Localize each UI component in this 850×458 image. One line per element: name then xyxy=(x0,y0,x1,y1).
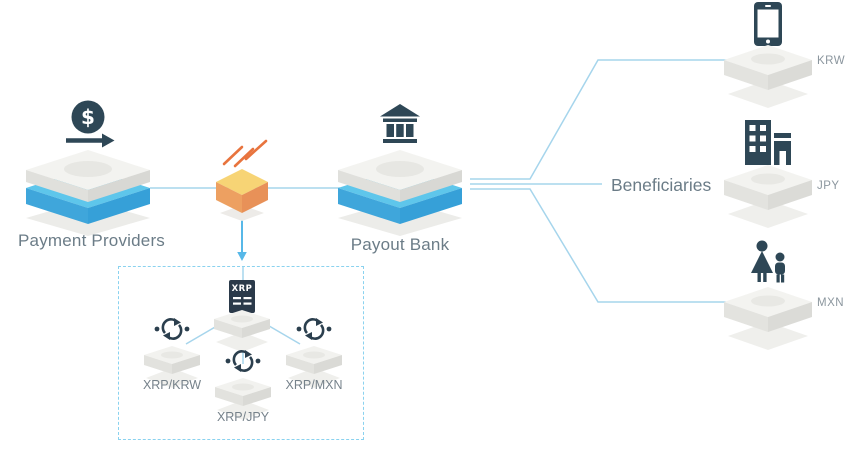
beneficiaries-label: Beneficiaries xyxy=(611,175,712,195)
exchange-icon xyxy=(225,350,261,372)
xrp-ledger-icon: XRP xyxy=(229,280,255,313)
krw-label: KRW xyxy=(817,55,846,67)
provider-stack xyxy=(26,150,150,236)
xrp-mxn-platform xyxy=(286,346,342,388)
xrp-jpy-node: XRP/JPY xyxy=(213,348,273,428)
building-icon xyxy=(745,120,791,165)
exchange-icon xyxy=(154,318,190,340)
krw-platform xyxy=(724,45,812,108)
xrp-exchange-box xyxy=(118,266,364,440)
beneficiary-krw-node xyxy=(722,2,814,112)
xrp-krw-platform xyxy=(144,346,200,388)
speed-connector-node xyxy=(214,138,270,228)
payout-bank-node: Payout Bank xyxy=(330,104,470,264)
speed-lines-icon xyxy=(222,139,268,168)
line-bank-to-krw xyxy=(470,59,728,180)
xrp-mxn-label: XRP/MXN xyxy=(285,378,343,392)
xrp-ledger-text: XRP xyxy=(232,284,253,294)
payment-providers-node: $ Payment Providers xyxy=(18,98,166,258)
xrp-jpy-label: XRP/JPY xyxy=(216,410,270,424)
bank-icon xyxy=(380,104,420,143)
dollar-circle-icon: $ xyxy=(71,100,105,134)
people-icon xyxy=(751,240,785,283)
xrp-krw-label: XRP/KRW xyxy=(142,378,202,392)
xrp-hub-platform xyxy=(214,310,270,352)
xrp-ledger-node: XRP xyxy=(212,280,272,354)
xrp-krw-node: XRP/KRW xyxy=(142,316,202,396)
beneficiary-mxn-node xyxy=(722,240,814,352)
bank-stack xyxy=(338,150,462,236)
exchange-icon xyxy=(296,318,332,340)
mxn-platform xyxy=(724,287,812,350)
jpy-label: JPY xyxy=(817,180,840,192)
payout-bank-label: Payout Bank xyxy=(350,235,450,254)
orange-cube xyxy=(216,169,268,221)
jpy-platform xyxy=(724,165,812,228)
payment-providers-label: Payment Providers xyxy=(18,231,166,250)
phone-icon xyxy=(754,2,782,46)
line-bank-to-mxn xyxy=(470,188,726,303)
mxn-label: MXN xyxy=(817,297,845,309)
xrp-mxn-node: XRP/MXN xyxy=(284,316,344,396)
right-arrow-icon xyxy=(66,133,115,148)
svg-text:$: $ xyxy=(81,105,95,129)
beneficiary-jpy-node xyxy=(722,120,814,230)
xrp-jpy-platform xyxy=(215,378,271,420)
